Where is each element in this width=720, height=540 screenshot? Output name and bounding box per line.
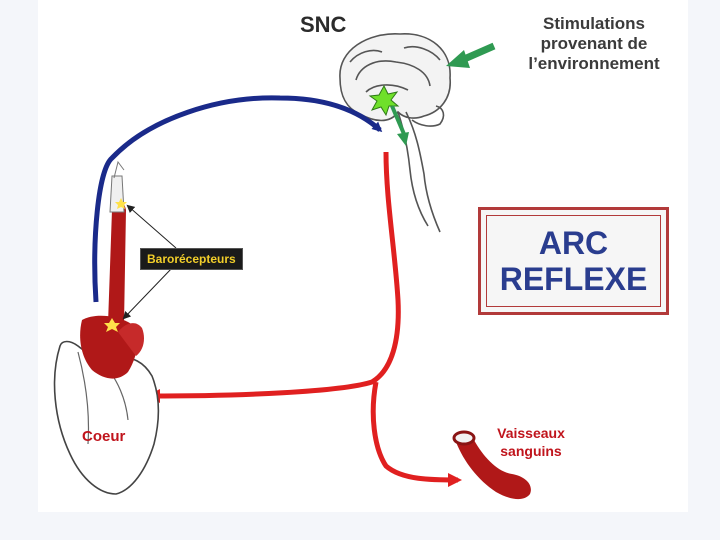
arc-reflexe-box: ARC REFLEXE	[478, 207, 669, 315]
efferent-vessel-branch	[370, 381, 462, 487]
stimulations-line-2: provenant de	[540, 34, 648, 53]
vaisseaux-line-1: Vaisseaux	[497, 425, 565, 441]
baroreceptor-pointer-upper	[126, 204, 177, 249]
afferent-nerve-path	[92, 95, 383, 303]
stimulus-arrow	[446, 42, 496, 68]
baroreceptor-pointer-lower	[122, 267, 173, 320]
snc-label: SNC	[300, 12, 347, 37]
brain-internal-arrow	[390, 105, 406, 135]
stimulations-label: Stimulations provenant de l’environnemen…	[508, 14, 680, 74]
arc-reflexe-line-2: REFLEXE	[499, 261, 648, 297]
brain-internal-arrowhead	[397, 132, 409, 146]
arc-reflexe-line-1: ARC	[538, 225, 609, 261]
blood-vessel-icon	[452, 430, 531, 500]
vaisseaux-label: Vaisseaux sanguins	[476, 424, 586, 460]
baroreceptor-upper-icon	[115, 198, 127, 209]
stimulations-line-3: l’environnement	[528, 54, 660, 73]
brain-icon	[339, 33, 451, 233]
coeur-label: Coeur	[82, 428, 126, 445]
barorecepteurs-label: Barorécepteurs	[140, 248, 243, 270]
stimulus-burst-icon	[368, 84, 400, 117]
baroreceptor-lower-icon	[104, 318, 120, 332]
arc-reflexe-inner-frame: ARC REFLEXE	[486, 215, 661, 307]
heart-icon	[53, 315, 160, 495]
stimulations-line-1: Stimulations	[542, 14, 645, 33]
vaisseaux-line-2: sanguins	[500, 443, 562, 459]
aorta-icon	[108, 160, 126, 324]
efferent-nerve-path	[146, 151, 401, 403]
